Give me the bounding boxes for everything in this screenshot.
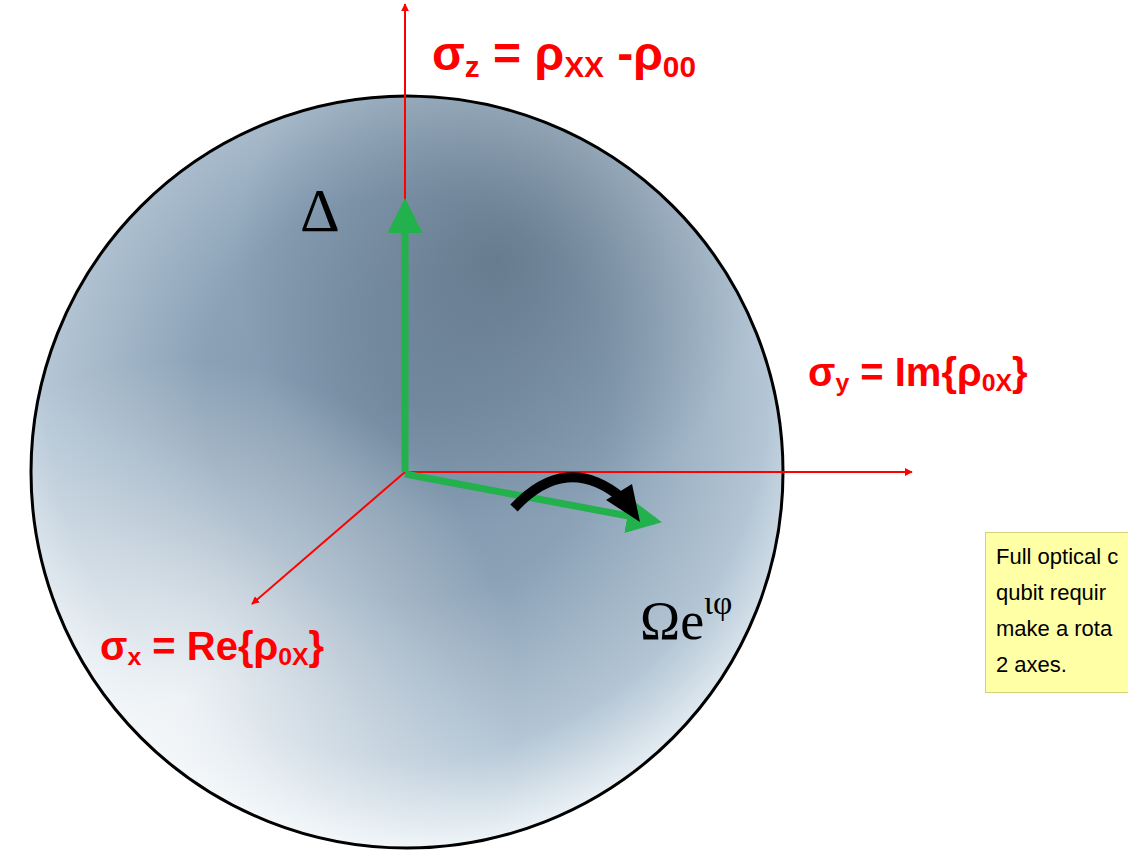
z-axis-label: σz = ρXX -ρ00 (432, 28, 696, 83)
axes (252, 4, 912, 604)
rotation-arrow (514, 477, 622, 508)
y-axis-label: σy = Im{ρ0X} (808, 350, 1028, 397)
detuning-symbol: Δ (300, 176, 340, 244)
x-axis-label: σx = Re{ρ0X} (100, 624, 324, 671)
rabi-vector (405, 474, 655, 521)
detuning-vector (402, 205, 409, 472)
note-text: Full optical c qubit requir make a rota … (996, 539, 1124, 683)
rabi-symbol: Ωeιφ (640, 585, 732, 652)
z-axis (404, 4, 406, 472)
vectors (405, 205, 655, 522)
note-box: Full optical c qubit requir make a rota … (985, 532, 1128, 693)
x-axis (252, 472, 405, 604)
y-axis (405, 471, 912, 473)
rotation-arrowhead (606, 484, 640, 522)
